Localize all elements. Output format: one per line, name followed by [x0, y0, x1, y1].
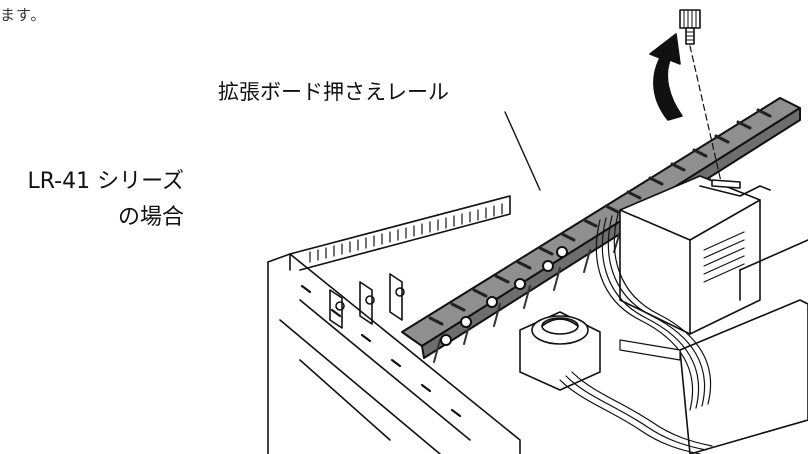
callout-leader-line: [504, 111, 541, 191]
rail-callout-label: 拡張ボード押さえレール: [218, 80, 449, 104]
chassis-back-wall: [289, 195, 511, 271]
lift-arrow: [649, 33, 683, 121]
chassis-side-panel: [267, 253, 521, 454]
cpu-fan: [519, 311, 601, 391]
drive-bay: [679, 239, 808, 454]
rail-bracket: [711, 179, 741, 189]
chassis-illustration: [267, 9, 808, 454]
power-supply-unit: [619, 175, 771, 335]
expansion-slot-brackets: [329, 273, 405, 329]
series-caption-line1: LR-41 シリーズ: [27, 169, 184, 194]
rail-screw: [679, 9, 723, 187]
series-caption: LR-41 シリーズ の場合: [28, 164, 184, 236]
series-caption-line2: の場合: [117, 205, 184, 230]
ribbon-cables: [559, 213, 713, 454]
body-text-fragment: ます。: [0, 6, 47, 24]
